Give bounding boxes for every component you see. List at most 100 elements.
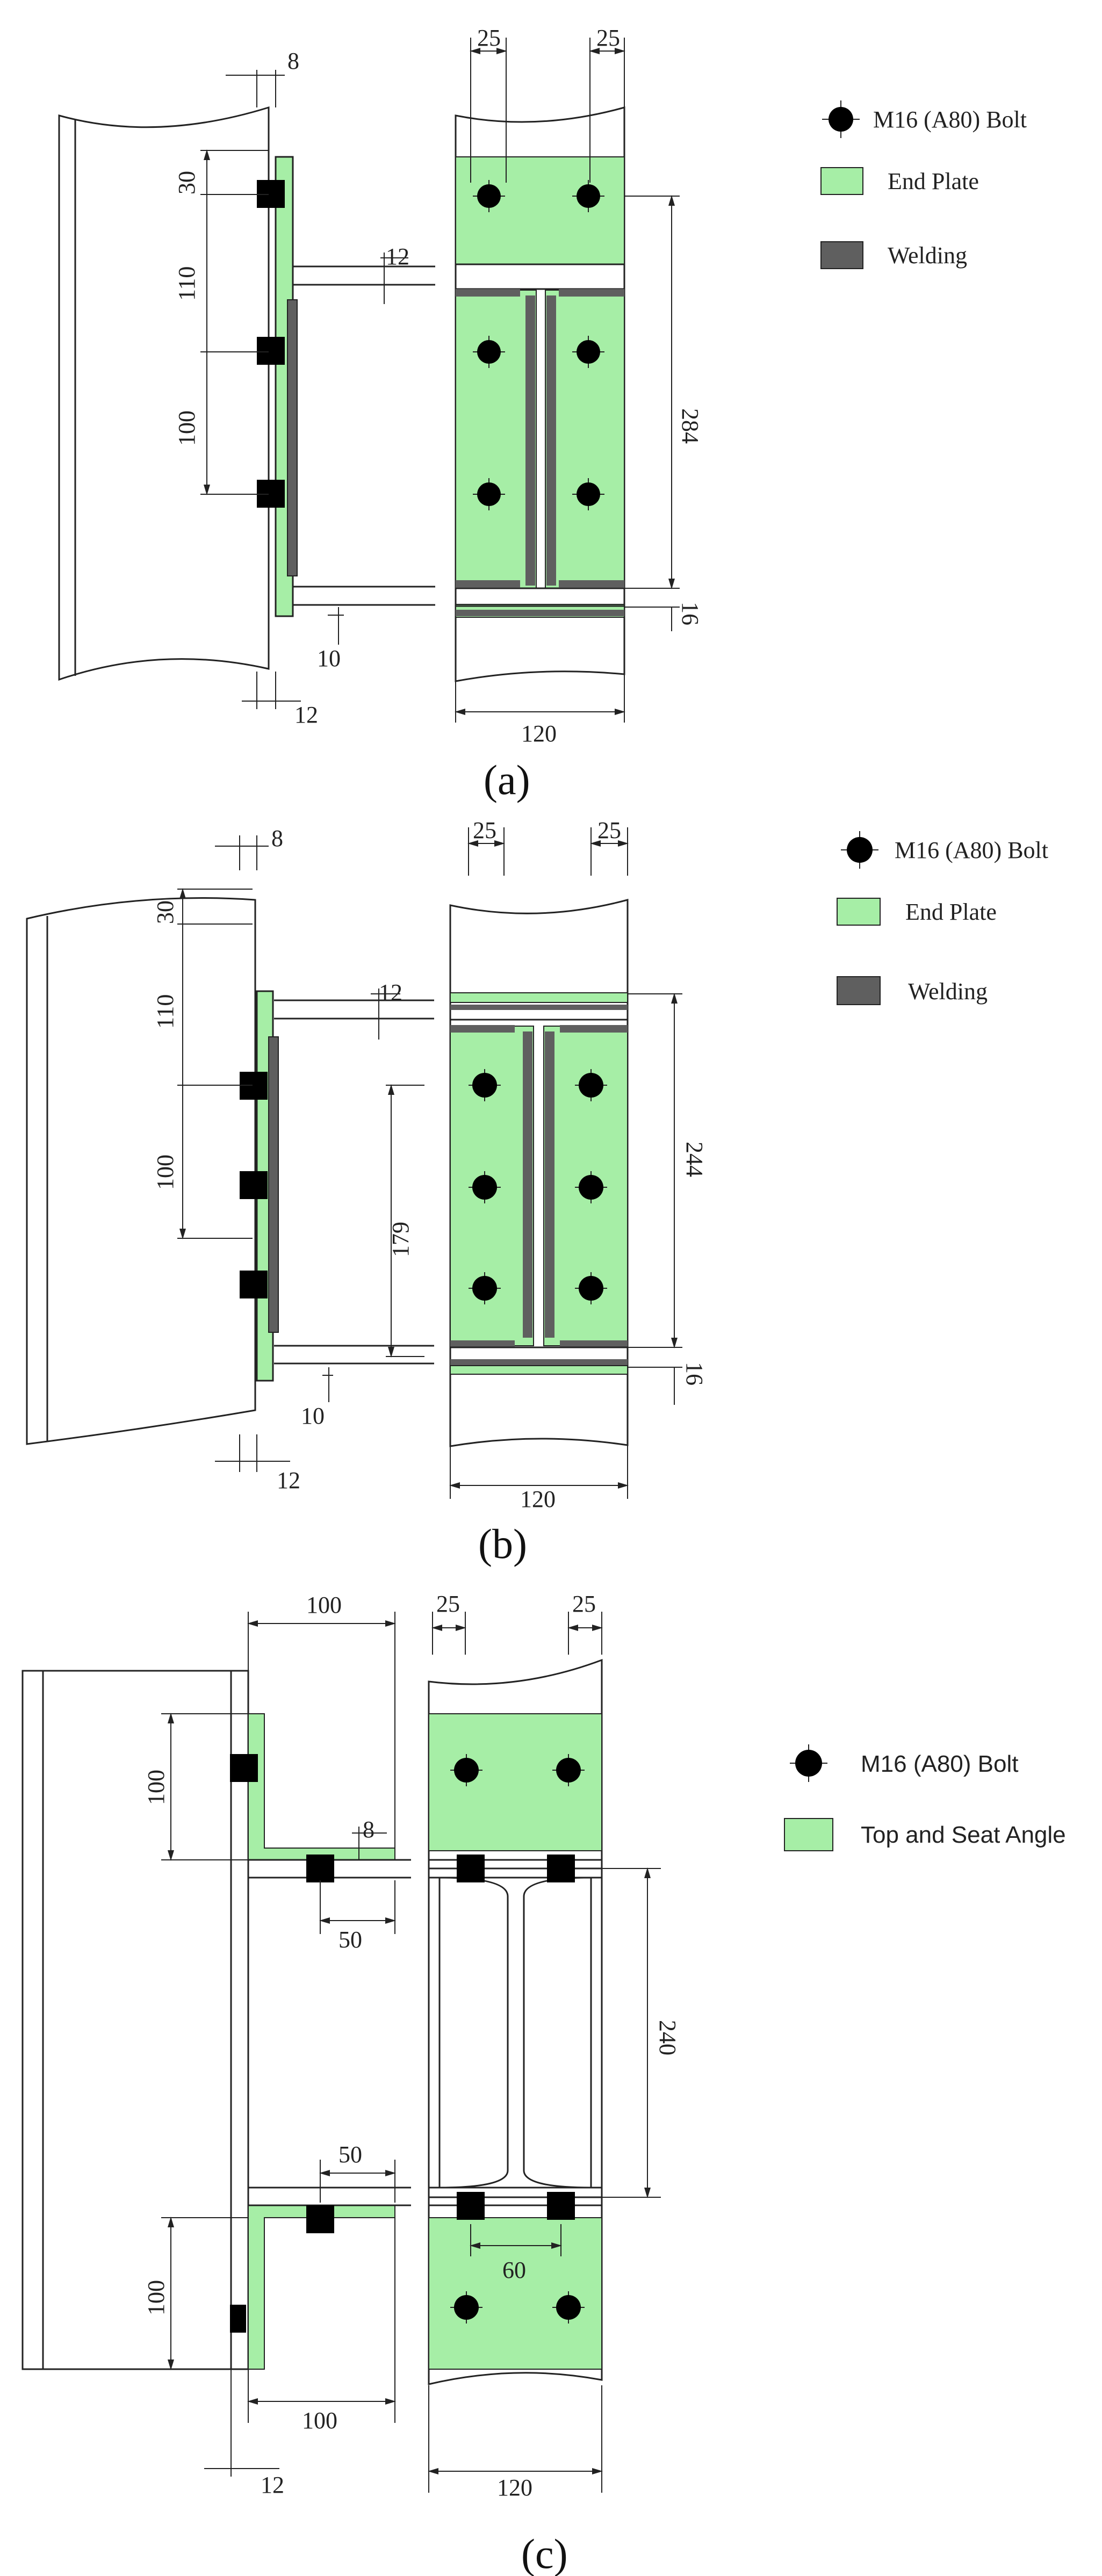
legend-c: M16 (A80) Bolt Top and Seat Angle (784, 1744, 1066, 1851)
dim-row-bot-b: 100 (152, 1154, 178, 1190)
legend-bolt-label-a: M16 (A80) Bolt (873, 106, 1027, 133)
legend-b: M16 (A80) Bolt End Plate Welding (837, 831, 1048, 1005)
dim-row-mid-b: 110 (152, 994, 178, 1029)
bolt-b2 (579, 1073, 603, 1098)
dim-row-top-a: 30 (174, 171, 200, 194)
bolt-side-c4 (230, 2305, 246, 2333)
dim-plate-thk-b: 8 (271, 825, 283, 852)
legend-plate-label-c: Top and Seat Angle (861, 1822, 1066, 1848)
plate-left-a (455, 290, 537, 589)
beam-front-view-b (449, 899, 629, 1447)
beam-front-view-c (428, 1658, 603, 2385)
dim-edge-left-a: 25 (477, 25, 501, 51)
legend-plate-swatch-a (820, 167, 863, 195)
bolt-a3 (477, 340, 501, 364)
top-angle-front-c (428, 1713, 602, 1851)
panel-b: 8 30 110 100 12 179 10 12 (26, 817, 1048, 1567)
legend-a: M16 (A80) Bolt End Plate Welding (820, 100, 1027, 269)
panel-c: 100 100 8 50 50 100 100 12 (21, 1591, 1066, 2576)
bolt-a5 (477, 482, 501, 506)
plate-top-a (455, 156, 625, 265)
legend-bolt-icon-a (829, 107, 853, 132)
dim-bottom-a: 16 (677, 602, 703, 625)
bolt-c1 (454, 1758, 479, 1783)
column-side-view-b (26, 897, 256, 1445)
dim-row-bot-a: 100 (174, 410, 200, 446)
legend-plate-swatch-b (837, 898, 881, 926)
bolt-b4 (579, 1175, 603, 1200)
bolt-side-b3 (240, 1271, 268, 1298)
dim-edge-left-c: 25 (436, 1591, 460, 1617)
dim-col-flange-b: 12 (277, 1467, 300, 1493)
legend-weld-swatch-b (837, 976, 881, 1005)
plate-right-a (545, 290, 625, 589)
legend-plate-label-a: End Plate (888, 168, 979, 194)
dim-height-a: 284 (677, 408, 703, 444)
bolt-side-c2 (306, 1855, 334, 1882)
beam-flanges-b (274, 999, 434, 1365)
dim-angle-len-bot-c: 100 (302, 2407, 337, 2434)
bolt-side-a2 (257, 337, 285, 365)
column-side-view-a (58, 106, 270, 681)
bolt-side-c3 (306, 2205, 334, 2233)
dim-height-c: 240 (654, 2020, 681, 2055)
dim-flange-a: 12 (386, 243, 409, 270)
dim-edge-right-c: 25 (572, 1591, 596, 1617)
dim-edge-right-b: 25 (597, 817, 621, 843)
dim-web-b: 179 (387, 1222, 414, 1257)
dim-width-c: 120 (497, 2474, 532, 2501)
weld-strip-b (268, 1036, 279, 1333)
dim-gauge-bot-c: 50 (338, 2141, 362, 2168)
bolt-b6 (579, 1276, 603, 1301)
legend-bolt-icon-b (847, 837, 873, 863)
bolt-b1 (472, 1073, 497, 1098)
beam-flanges-a (293, 265, 435, 606)
dim-plate-thk-a: 8 (287, 48, 299, 74)
legend-weld-swatch-a (820, 241, 863, 269)
dim-weld-gap-a: 10 (317, 645, 341, 672)
bolts-front-a (473, 180, 604, 510)
dim-row-mid-a: 110 (174, 266, 200, 301)
dims-side-b (177, 835, 424, 1472)
weld-strip-a (287, 299, 298, 576)
dim-spacing-c: 60 (502, 2257, 526, 2283)
dim-width-a: 120 (521, 720, 557, 747)
bolt-side-c1 (230, 1754, 258, 1782)
dim-edge-left-b: 25 (473, 817, 496, 843)
dim-height-b: 244 (681, 1142, 708, 1177)
bolt-a1 (477, 184, 501, 208)
legend-bolt-label-b: M16 (A80) Bolt (895, 837, 1048, 863)
dim-weld-gap-b: 10 (301, 1403, 325, 1429)
beam-flanges-c (248, 1859, 411, 2206)
dim-row-top-b: 30 (152, 900, 178, 924)
dim-bottom-b: 16 (681, 1362, 708, 1386)
legend-plate-label-b: End Plate (905, 899, 997, 925)
bolt-c2 (556, 1758, 581, 1783)
bolt-a6 (577, 482, 600, 506)
legend-plate-swatch-c (784, 1818, 833, 1851)
dims-side-a (200, 70, 408, 709)
dim-angle-thk-c: 8 (363, 1816, 374, 1843)
dim-col-flange-c: 12 (261, 2472, 284, 2498)
bolt-c3 (454, 2295, 479, 2320)
bolt-c4 (556, 2295, 581, 2320)
caption-a: (a) (484, 756, 530, 803)
legend-weld-label-a: Welding (888, 242, 967, 269)
panel-a: 8 30 110 100 12 10 12 (58, 25, 1027, 803)
dim-angle-len-top-c: 100 (306, 1592, 342, 1618)
bolt-side-b2 (240, 1171, 268, 1199)
caption-b: (b) (478, 1520, 527, 1567)
dim-top-leg-c: 100 (143, 1770, 169, 1805)
bolt-b5 (472, 1276, 497, 1301)
bolt-a4 (577, 340, 600, 364)
seat-angle-front-c (428, 2217, 602, 2370)
dim-col-flange-a: 12 (294, 702, 318, 728)
dims-side-c (161, 1612, 396, 2477)
dim-gauge-top-c: 50 (338, 1926, 362, 1953)
legend-bolt-label-c: M16 (A80) Bolt (861, 1751, 1018, 1777)
legend-bolt-icon-c (795, 1750, 822, 1777)
bolt-a2 (577, 184, 600, 208)
legend-weld-label-b: Welding (908, 978, 988, 1005)
